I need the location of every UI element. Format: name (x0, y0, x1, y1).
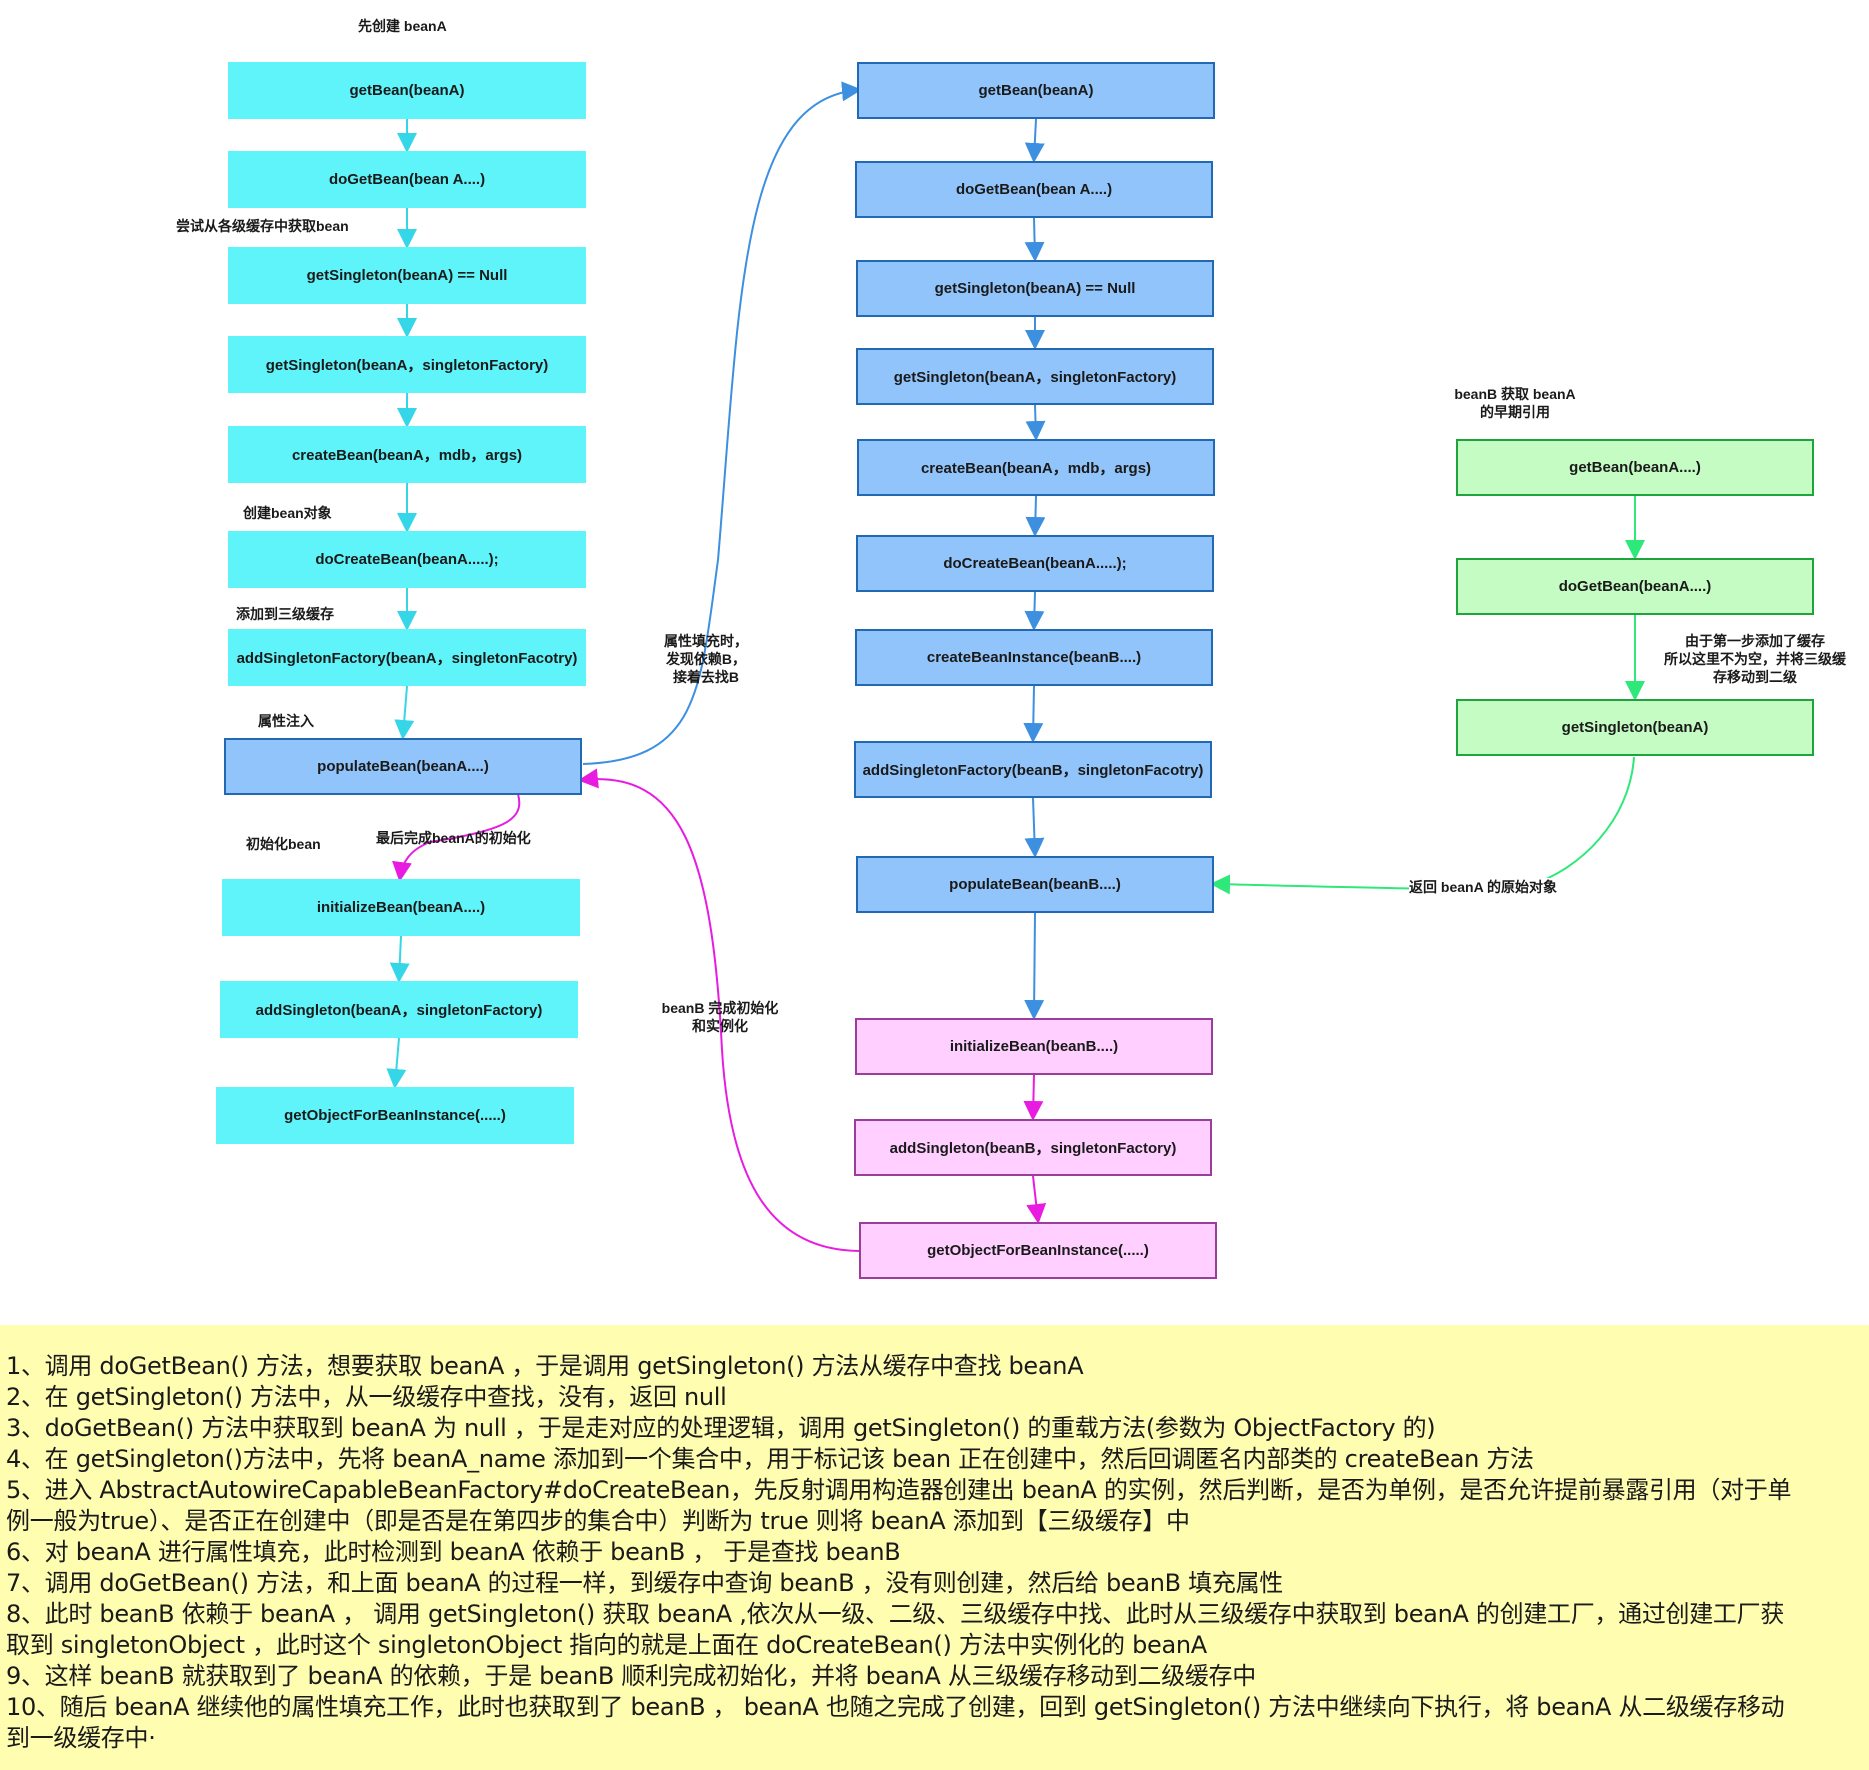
b-getsingleton-null-box[interactable]: getSingleton(beanA) == Null (856, 260, 1214, 317)
b-getbean-box[interactable]: getBean(beanA) (857, 62, 1215, 119)
c-dogetbean-box[interactable]: doGetBean(beanA....) (1456, 558, 1814, 615)
annotation-cache-move: 由于第一步添加了缓存 所以这里不为空，并将三级缓 存移动到二级 (1664, 633, 1846, 685)
c-getsingleton-box[interactable]: getSingleton(beanA) (1456, 699, 1814, 756)
arrow-return-beana (1210, 756, 1635, 895)
connector-arrow (1024, 797, 1045, 858)
annotation-finish-a: 最后完成beanA的初始化 (376, 830, 531, 846)
connector-arrow (389, 935, 410, 983)
b-addsingleton-box[interactable]: addSingleton(beanB，singletonFactory) (854, 1119, 1212, 1176)
note-line: 3、doGetBean() 方法中获取到 beanA 为 null ，于是走对应… (6, 1414, 1436, 1442)
connector-arrow (1023, 1074, 1044, 1121)
annotation-return-beana: 返回 beanA 的原始对象 (1409, 878, 1558, 896)
column-c-heading: beanB 获取 beanA 的早期引用 (1454, 386, 1576, 420)
connector-arrow (386, 1037, 407, 1089)
b-populatebean-box[interactable]: populateBean(beanB....) (856, 856, 1214, 913)
arrow-populate-a-to-getbean-b (582, 81, 862, 765)
note-line: 10、随后 beanA 继续他的属性填充工作，此时也获取到了 beanB ， b… (6, 1693, 1785, 1721)
connector-arrow (1025, 404, 1046, 441)
connector-arrow (1025, 495, 1046, 537)
a-getbean-box[interactable]: getBean(beanA) (228, 62, 586, 119)
connector-arrow (394, 685, 415, 740)
note-line: 1、调用 doGetBean() 方法，想要获取 beanA ，于是调用 get… (6, 1352, 1084, 1380)
note-line: 2、在 getSingleton() 方法中，从一级缓存中查找，没有，返回 nu… (6, 1383, 727, 1411)
a-createbean-box[interactable]: createBean(beanA，mdb，args) (228, 426, 586, 483)
a-dogetbean-box[interactable]: doGetBean(bean A....) (228, 151, 586, 208)
a-docreatebean-box[interactable]: doCreateBean(beanA.....); (228, 531, 586, 588)
a-addsingleton-box[interactable]: addSingleton(beanA，singletonFactory) (220, 981, 578, 1038)
connector-layer (386, 81, 1645, 1252)
annotation-b-done: beanB 完成初始化 和实例化 (661, 1000, 779, 1034)
annotation-try-cache: 尝试从各级缓存中获取bean (176, 218, 349, 234)
connector-arrow (1023, 685, 1044, 743)
b-initializebean-box[interactable]: initializeBean(beanB....) (855, 1018, 1213, 1075)
note-line: 5、进入 AbstractAutowireCapableBeanFactory#… (6, 1476, 1792, 1504)
b-addsingletonfactory-box[interactable]: addSingletonFactory(beanB，singletonFacot… (854, 741, 1212, 798)
b-getobjectforbeaninstance-box[interactable]: getObjectForBeanInstance(.....) (859, 1222, 1217, 1279)
note-line: 6、对 beanA 进行属性填充，此时检测到 beanA 依赖于 beanB ，… (6, 1538, 901, 1566)
note-line: 9、这样 beanB 就获取到了 beanA 的依赖，于是 beanB 顺利完成… (6, 1662, 1256, 1690)
arrow-finish-a (392, 793, 521, 882)
annotation-create-object: 创建bean对象 (243, 505, 332, 521)
note-line: 7、调用 doGetBean() 方法，和上面 beanA 的过程一样，到缓存中… (6, 1569, 1283, 1597)
a-initializebean-box[interactable]: initializeBean(beanA....) (222, 879, 580, 936)
b-dogetbean-box[interactable]: doGetBean(bean A....) (855, 161, 1213, 218)
b-docreatebean-box[interactable]: doCreateBean(beanA.....); (856, 535, 1214, 592)
connector-arrow (1024, 591, 1045, 631)
note-line: 8、此时 beanB 依赖于 beanA ， 调用 getSingleton()… (6, 1600, 1785, 1628)
c-getbean-box[interactable]: getBean(beanA....) (1456, 439, 1814, 496)
column-a-arrows (386, 119, 417, 1089)
note-line: 例一般为true）、是否正在创建中（即是否是在第四步的集合中）判断为 true … (6, 1507, 1190, 1535)
b-createbean-box[interactable]: createBean(beanA，mdb，args) (857, 439, 1215, 496)
annotation-add-level3: 添加到三级缓存 (236, 606, 334, 622)
b-createbeaninstance-box[interactable]: createBeanInstance(beanB....) (855, 629, 1213, 686)
connector-arrow (1026, 1175, 1047, 1224)
column-a-heading: 先创建 beanA (358, 18, 447, 34)
note-line: 到一级缓存中· (6, 1724, 156, 1752)
connector-arrow (1024, 118, 1045, 163)
annotation-inject: 属性注入 (258, 713, 314, 729)
a-addsingletonfactory-box[interactable]: addSingletonFactory(beanA，singletonFacot… (228, 629, 586, 686)
flow-diagram: 先创建 beanA getBean(beanA) doGetBean(bean … (176, 18, 1846, 1279)
note-line: 取到 singletonObject ，此时这个 singletonObject… (6, 1631, 1207, 1659)
arrow-b-done-back-to-a (578, 768, 860, 1252)
b-getsingleton-factory-box[interactable]: getSingleton(beanA，singletonFactory) (856, 348, 1214, 405)
annotation-link-to-b: 属性填充时， 发现依赖B， 接着去找B (664, 633, 748, 685)
connector-arrow (1024, 912, 1045, 1020)
connector-arrow (1024, 217, 1045, 262)
explanation-notes: 1、调用 doGetBean() 方法，想要获取 beanA ，于是调用 get… (0, 1325, 1869, 1770)
a-getobjectforbeaninstance-box[interactable]: getObjectForBeanInstance(.....) (216, 1087, 574, 1144)
note-line: 4、在 getSingleton()方法中，先将 beanA_name 添加到一… (6, 1445, 1534, 1473)
a-getsingleton-null-box[interactable]: getSingleton(beanA) == Null (228, 247, 586, 304)
a-getsingleton-factory-box[interactable]: getSingleton(beanA，singletonFactory) (228, 336, 586, 393)
annotation-init-bean: 初始化bean (246, 836, 321, 852)
a-populatebean-box[interactable]: populateBean(beanA....) (224, 738, 582, 795)
column-b-arrows (1023, 118, 1047, 1224)
